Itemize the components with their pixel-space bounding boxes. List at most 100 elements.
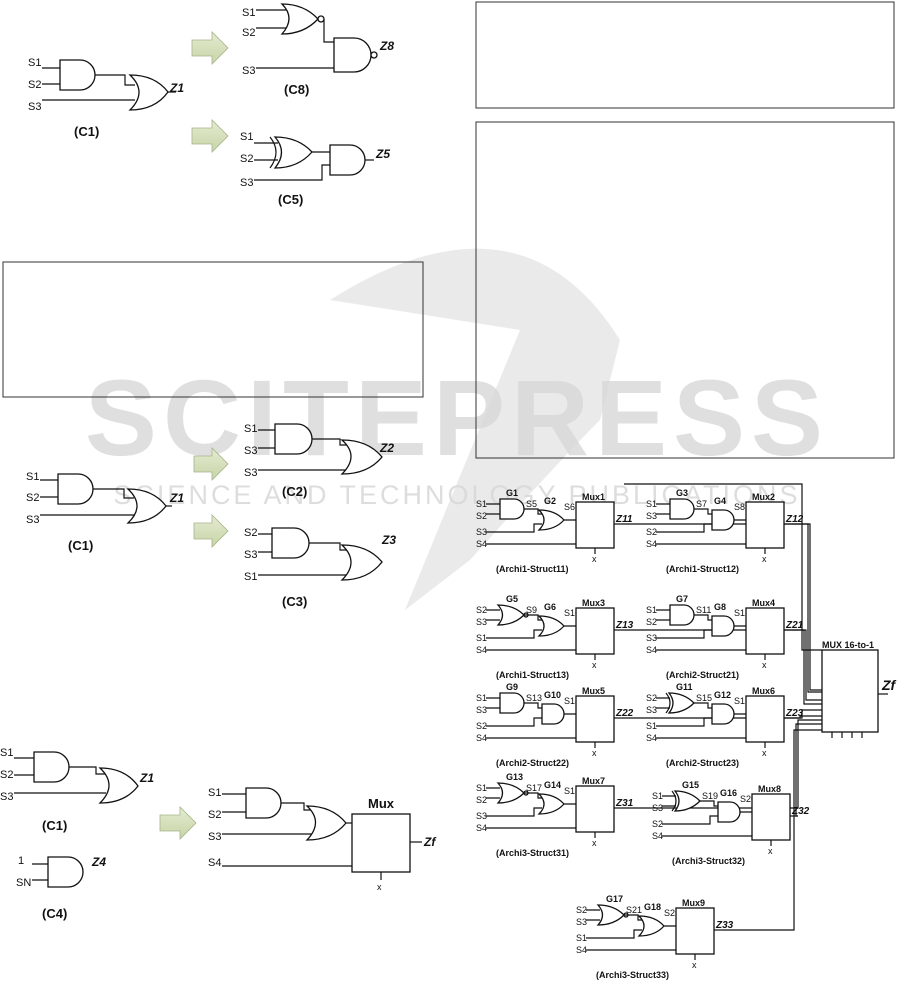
mux-label: Mux3 <box>582 598 605 608</box>
input-label: S1 <box>646 499 657 509</box>
signal-label: S9 <box>526 605 537 615</box>
mux-title: Mux <box>368 796 395 811</box>
signal-label: S22 <box>664 908 680 918</box>
select-label: x <box>592 748 597 758</box>
input-label: S2 <box>646 693 657 703</box>
gate-label: G8 <box>714 602 726 612</box>
select-label: x <box>592 554 597 564</box>
input-label: S2 <box>244 527 257 539</box>
mux-16-to-1-block <box>821 649 879 733</box>
bus-wire <box>722 729 822 931</box>
input-label: S3 <box>476 527 487 537</box>
mux-block <box>575 501 615 549</box>
input-label: S3 <box>652 803 663 813</box>
mux-block <box>575 695 615 743</box>
bus-wire <box>792 523 822 693</box>
mux-block <box>745 501 785 549</box>
output-label: Z23 <box>785 708 804 719</box>
signal-label: S7 <box>696 499 707 509</box>
bus-wire <box>795 723 822 817</box>
and-gate <box>711 509 735 531</box>
bus-wire <box>622 719 822 809</box>
and-gate <box>717 801 741 823</box>
bus-wire <box>792 629 822 705</box>
mux-block <box>745 607 785 655</box>
input-label: S3 <box>240 177 253 189</box>
input-label: S3 <box>646 633 657 643</box>
input-label: S3 <box>476 617 487 627</box>
output-label: Z21 <box>785 620 804 631</box>
gate-label: G4 <box>714 496 726 506</box>
gate-label: G14 <box>544 780 561 790</box>
circuit-caption: (C1) <box>42 818 67 833</box>
output-label: Z4 <box>91 855 106 869</box>
input-label: S3 <box>646 511 657 521</box>
and-gate <box>57 473 94 505</box>
input-label: S4 <box>646 733 657 743</box>
output-label: Z11 <box>615 514 633 525</box>
nor-gate <box>496 604 525 626</box>
signal-label: S17 <box>526 783 542 793</box>
mux-label: Mux1 <box>582 492 605 502</box>
gate-label: G17 <box>606 894 623 904</box>
input-label: S3 <box>242 65 255 77</box>
circuit-caption: (C1) <box>68 538 93 553</box>
input-label: S2 <box>476 721 487 731</box>
input-label: S4 <box>652 831 663 841</box>
mux-label: Mux6 <box>752 686 775 696</box>
signal-label: S14 <box>564 696 580 706</box>
input-label: S4 <box>476 823 487 833</box>
struct-caption: (Archi3-Struct31) <box>496 848 569 858</box>
nor-gate <box>596 904 625 926</box>
and-gate <box>711 615 735 637</box>
input-label: S2 <box>26 492 39 504</box>
mux-label: Mux9 <box>682 898 705 908</box>
gate-label: G10 <box>544 690 561 700</box>
mux-label: Mux8 <box>758 784 781 794</box>
select-label: x <box>762 660 767 670</box>
nor-gate <box>280 3 319 35</box>
input-label: S1 <box>652 791 663 801</box>
input-label: S2 <box>476 511 487 521</box>
gate-label: G18 <box>644 902 661 912</box>
mux-block <box>675 907 715 955</box>
bus-wire <box>792 715 822 719</box>
input-label: S2 <box>476 605 487 615</box>
signal-label: S5 <box>526 499 537 509</box>
output-label: Z32 <box>791 806 810 817</box>
input-label: S1 <box>28 57 41 69</box>
select-label: x <box>692 960 697 970</box>
input-label: S1 <box>208 787 221 799</box>
input-label: S3 <box>26 514 39 526</box>
mux-block <box>351 813 411 873</box>
and-gate <box>499 692 525 714</box>
input-label: S2 <box>476 795 487 805</box>
circuit-caption: (C2) <box>282 484 307 499</box>
mux-block <box>575 785 615 833</box>
input-label: S1 <box>476 783 487 793</box>
input-label: S3 <box>208 831 221 843</box>
gate-label: G7 <box>676 594 688 604</box>
mux-label: Mux5 <box>582 686 605 696</box>
and-gate <box>329 144 366 176</box>
gate-label: G3 <box>676 488 688 498</box>
input-label: S1 <box>0 747 13 759</box>
select-label: x <box>377 882 382 892</box>
input-label: S1 <box>646 721 657 731</box>
mid-c3-circuit: S2 S3 S1 Z3 (C3) <box>244 527 396 609</box>
and-gate <box>245 787 282 819</box>
and-gate <box>33 751 70 783</box>
signal-label: S21 <box>626 905 642 915</box>
or-gate <box>537 509 565 531</box>
circuit-caption: (C1) <box>74 124 99 139</box>
input-label: S2 <box>208 809 221 821</box>
gate-label: G5 <box>506 594 518 604</box>
circuit-caption: (C8) <box>284 82 309 97</box>
and-gate <box>541 703 565 725</box>
signal-label: S20 <box>740 794 756 804</box>
output-label: Zf <box>423 835 436 849</box>
